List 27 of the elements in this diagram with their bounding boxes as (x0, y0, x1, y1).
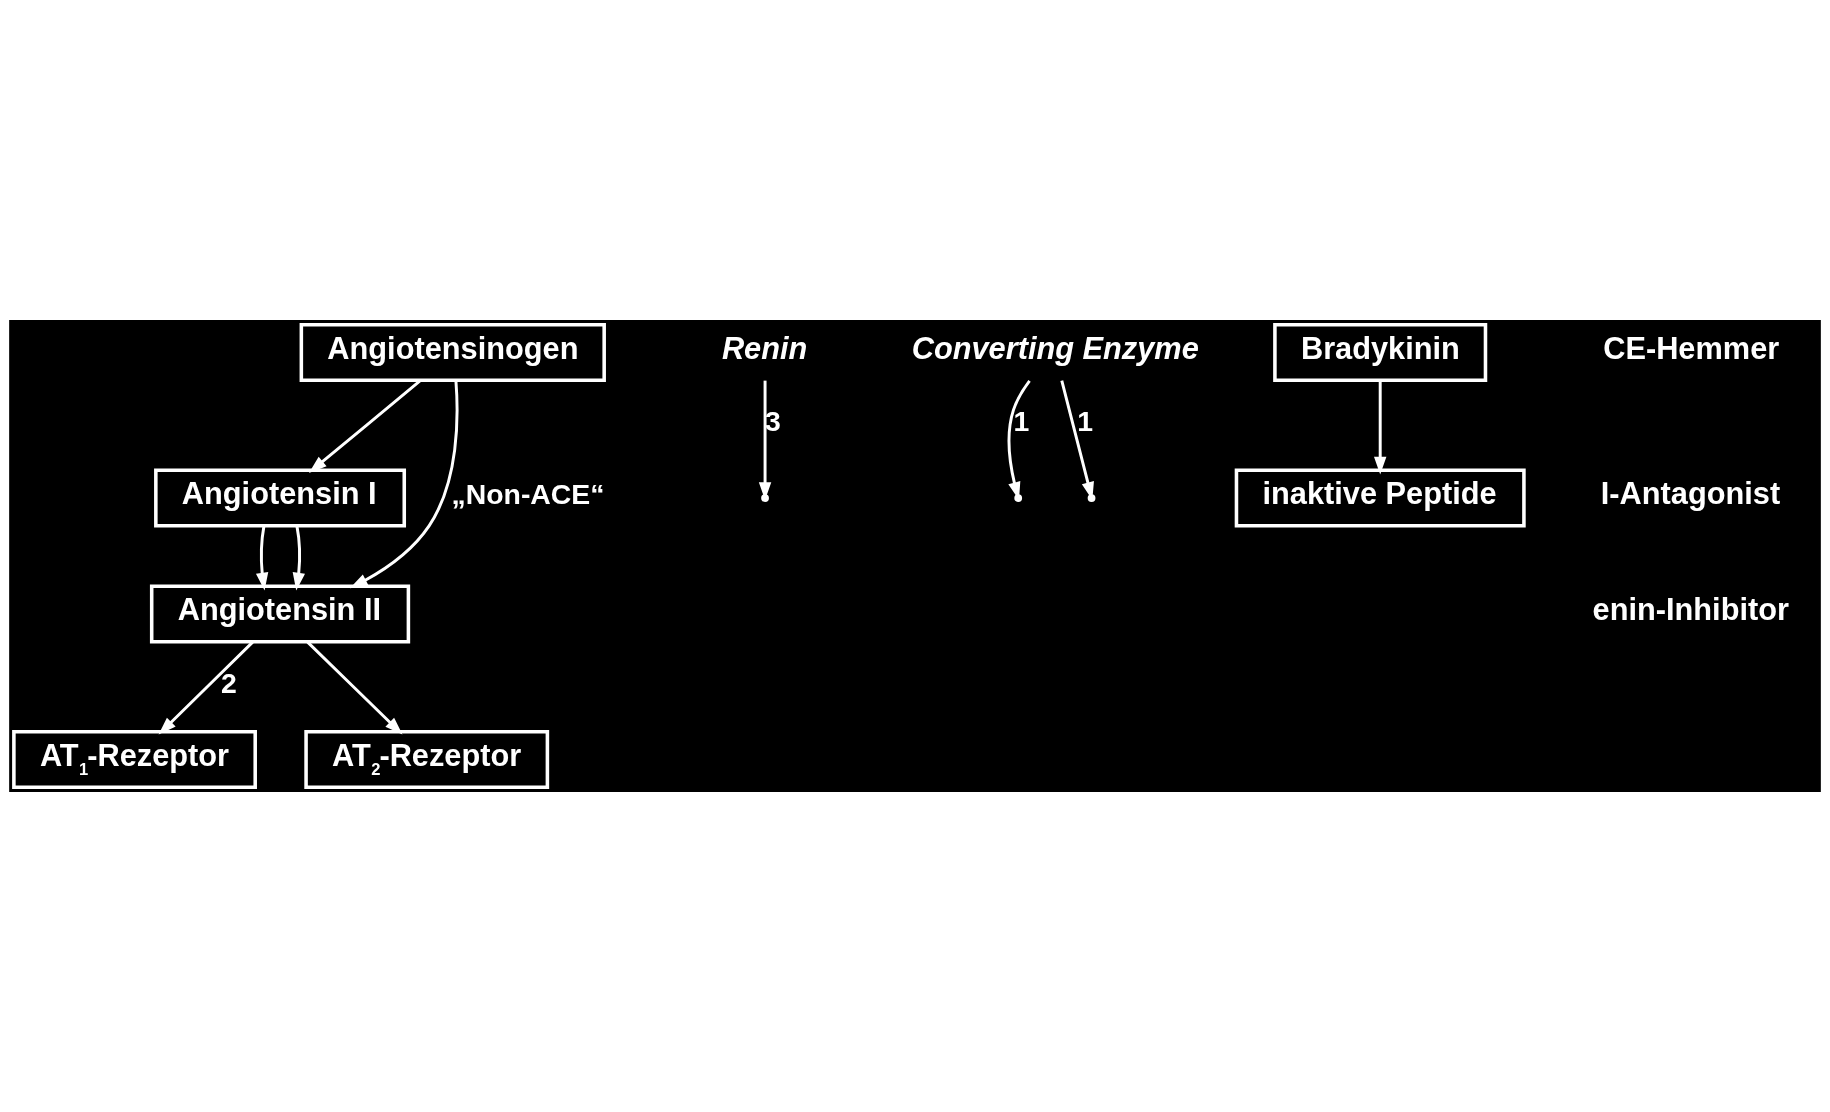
label: CE-Hemmer (1603, 330, 1780, 366)
node-box: inaktive Peptide (1234, 468, 1526, 528)
edge-label: 2 (220, 666, 237, 699)
edge-label: 1 (1077, 405, 1094, 438)
node-box: Angiotensin I (154, 468, 407, 528)
edge-label: 1 (1013, 405, 1030, 438)
node-box: Angiotensinogen (299, 322, 606, 383)
arrow (255, 525, 269, 591)
label: enin-Inhibitor (1592, 592, 1789, 628)
arrow (1373, 380, 1387, 475)
arrow (158, 641, 254, 735)
arrow (349, 380, 459, 589)
node-box: AT$_{1}$-Rezeptor (12, 729, 257, 790)
node-box: AT$_{2}$-Rezeptor (304, 729, 550, 790)
arrow (308, 379, 422, 473)
node-box: Bradykinin (1273, 322, 1488, 383)
arrow (1060, 380, 1094, 500)
label: I-Antagonist (1600, 476, 1781, 512)
arrow (306, 641, 403, 735)
node-box: Angiotensin II (149, 584, 411, 644)
edge-label: „Non-ACE“ (451, 478, 605, 511)
node-text: Converting Enzyme (911, 330, 1199, 366)
edge-label: 3 (765, 405, 781, 438)
node-text: Renin (721, 330, 808, 366)
arrow (292, 525, 305, 591)
arrow (1007, 380, 1031, 500)
arrow (758, 380, 772, 501)
